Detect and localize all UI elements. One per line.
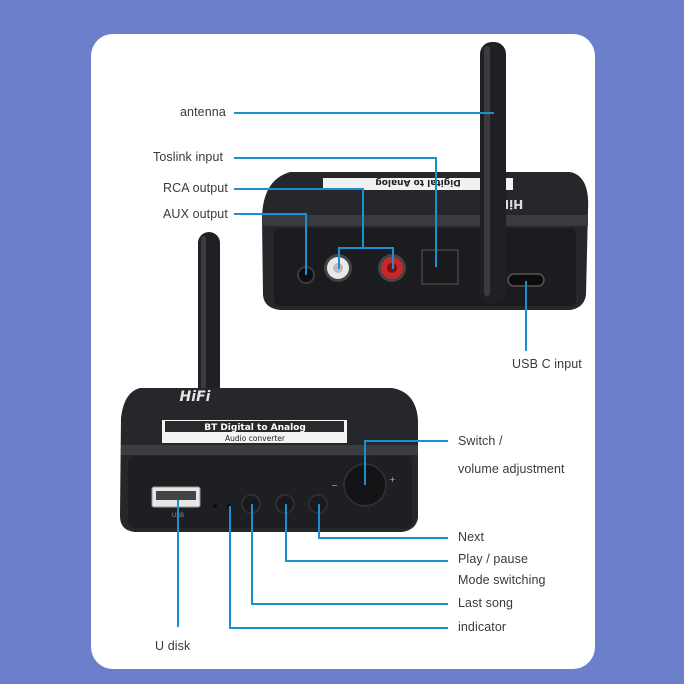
label-volume-adjustment: volume adjustment — [458, 462, 565, 476]
label-rca-output: RCA output — [163, 181, 228, 195]
label-play-pause: Play / pause — [458, 552, 528, 566]
aux-line-h — [234, 213, 306, 215]
rca-line-v — [362, 188, 364, 247]
last-line-v — [251, 504, 253, 604]
usbc-line — [525, 281, 527, 351]
svg-text:+: + — [389, 475, 396, 484]
svg-text:Digital to Analog: Digital to Analog — [375, 177, 460, 187]
next-line-h — [318, 537, 448, 539]
label-usb-c-input: USB C input — [512, 357, 582, 371]
front-device: HiFi BT Digital to Analog Audio converte… — [120, 388, 418, 532]
label-indicator: indicator — [458, 620, 507, 634]
toslink-line-h — [234, 157, 436, 159]
svg-text:BT Digital to Analog: BT Digital to Analog — [204, 423, 306, 433]
rca-line-white — [338, 247, 340, 269]
play-line-h — [285, 560, 448, 562]
front-antenna — [198, 232, 220, 402]
svg-text:−: − — [331, 481, 338, 490]
toslink-line-v — [435, 157, 437, 267]
label-antenna: antenna — [180, 105, 226, 119]
play-line-v — [285, 504, 287, 561]
indicator-line-v — [229, 506, 231, 628]
aux-line-v — [305, 213, 307, 275]
antenna-line — [234, 112, 494, 114]
rca-line-h — [234, 188, 362, 190]
label-u-disk: U disk — [155, 639, 191, 653]
label-next: Next — [458, 530, 485, 544]
rca-line-red — [392, 247, 394, 269]
label-switch: Switch / — [458, 434, 503, 448]
next-line-v — [318, 504, 320, 538]
rca-line-branch — [338, 247, 393, 249]
diagram-card — [91, 34, 595, 669]
label-aux-output: AUX output — [163, 207, 228, 221]
udisk-line — [177, 500, 179, 627]
back-device: Digital to Analog HiFi — [262, 172, 589, 310]
svg-text:HiFi: HiFi — [180, 389, 211, 405]
label-toslink-input: Toslink input — [153, 150, 224, 164]
last-line-h — [251, 603, 448, 605]
switch-line-v — [364, 440, 366, 485]
svg-text:Audio converter: Audio converter — [225, 434, 286, 443]
label-last-song: Last song — [458, 596, 514, 610]
back-antenna — [480, 42, 506, 304]
label-mode-switching: Mode switching — [458, 573, 546, 587]
switch-line-h — [364, 440, 448, 442]
indicator-line-h — [229, 627, 448, 629]
